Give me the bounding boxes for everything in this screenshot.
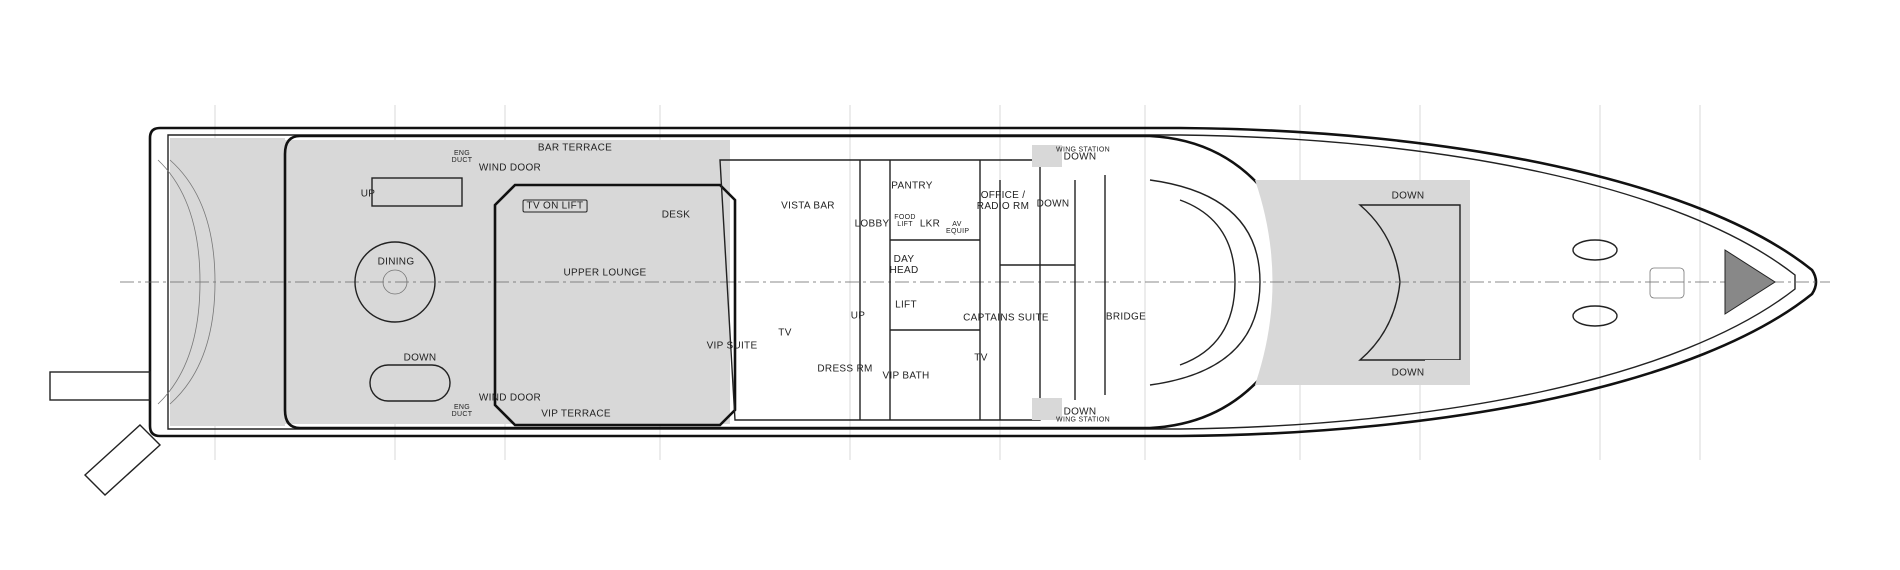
fore-stair-stbd: [1425, 360, 1470, 378]
aft-stair-down: [369, 364, 451, 402]
label-wing-down-port: DOWN: [1063, 151, 1097, 163]
swim-ladder: [83, 424, 162, 496]
label-tv-on-lift: TV ON LIFT: [522, 199, 588, 213]
wing-stair-stbd: [1032, 398, 1062, 420]
label-stairs-down-aft: DOWN: [403, 352, 437, 364]
label-lift: LIFT: [895, 299, 917, 311]
label-eng-duct-port: ENG DUCT: [451, 150, 473, 164]
label-wing-station-stbd: WING STATION: [1056, 416, 1110, 424]
label-wing-down-stbd: DOWN: [1063, 406, 1097, 418]
superstructure-outline: [283, 134, 1277, 430]
label-desk: DESK: [661, 209, 691, 221]
foredeck-seating: [1358, 204, 1461, 361]
label-fore-down-stbd: DOWN: [1391, 367, 1425, 379]
label-pantry: PANTRY: [891, 180, 933, 192]
anchor-locker-grate: [1724, 249, 1776, 315]
hull-outline: [148, 126, 1818, 438]
dining-table-center: [382, 269, 408, 295]
label-wing-station-port: WING STATION: [1056, 146, 1110, 154]
passerelle: [49, 371, 151, 401]
label-day-head: DAY HEAD: [889, 254, 919, 276]
interior-walls: [859, 160, 1261, 420]
label-eng-duct-stbd: ENG DUCT: [451, 404, 473, 418]
label-vip-suite-tv: TV: [778, 327, 792, 339]
label-bar-terrace: BAR TERRACE: [537, 142, 613, 154]
label-bridge: BRIDGE: [1105, 311, 1147, 323]
label-vip-suite: VIP SUITE: [706, 340, 758, 352]
windlass-stbd: [1572, 305, 1618, 327]
deck-edge: [167, 134, 1796, 430]
transom-steps: [157, 159, 216, 405]
label-office-down: DOWN: [1036, 198, 1070, 210]
fore-stair-port: [1425, 185, 1470, 203]
aft-stair-up: [371, 177, 463, 207]
label-captains-suite: CAPTAINS SUITE: [963, 312, 1049, 324]
label-vip-terrace: VIP TERRACE: [541, 408, 611, 420]
label-upper-lounge: UPPER LOUNGE: [563, 267, 647, 279]
label-lobby: LOBBY: [854, 218, 890, 230]
label-fore-down-port: DOWN: [1391, 190, 1425, 202]
dining-table: [354, 241, 436, 323]
label-vip-bath: VIP BATH: [882, 370, 930, 382]
label-dress-rm: DRESS RM: [817, 363, 873, 375]
label-captains-tv: TV: [974, 352, 988, 364]
forward-hatch: [1649, 267, 1685, 299]
label-vista-bar: VISTA BAR: [781, 200, 835, 212]
label-lobby-up: UP: [850, 310, 866, 322]
foredeck-sunpad: [1255, 180, 1470, 385]
label-food-lift: FOOD LIFT: [894, 214, 916, 228]
label-wind-door-stbd: WIND DOOR: [478, 392, 542, 404]
windlass-port: [1572, 239, 1618, 261]
label-office-radio-rm: OFFICE / RADIO RM: [976, 190, 1030, 212]
label-lkr: LKR: [919, 218, 941, 230]
label-dining: DINING: [377, 256, 415, 268]
upper-lounge-walls: [493, 183, 737, 427]
label-stairs-up-aft: UP: [360, 188, 376, 200]
label-wind-door-port: WIND DOOR: [478, 162, 542, 174]
wing-stair-port: [1032, 145, 1062, 167]
label-av-equip: AV EQUIP: [946, 221, 970, 235]
